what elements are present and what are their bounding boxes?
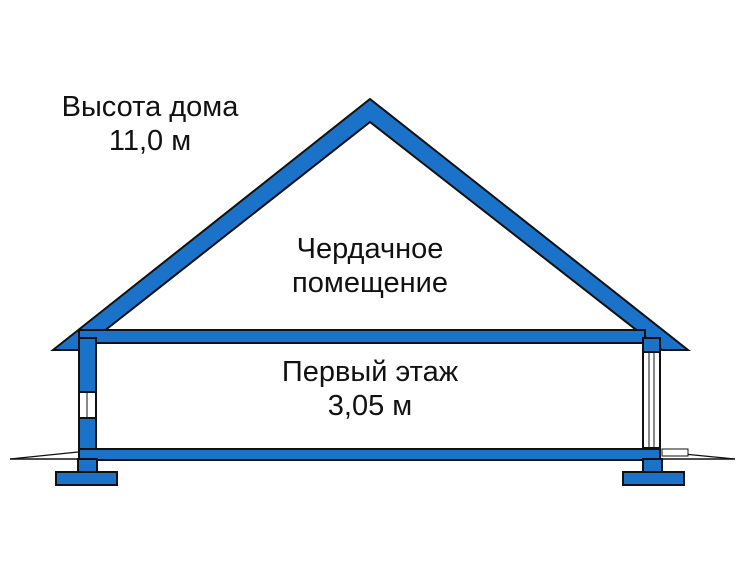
- attic-floor-slab: [78, 329, 646, 344]
- ground-floor-slab: [78, 448, 661, 461]
- left-wall-upper: [78, 337, 97, 393]
- right-wall-upper: [642, 337, 661, 353]
- house-height-title: Высота дома: [61, 91, 239, 123]
- right-window: [642, 351, 661, 449]
- right-step: [661, 448, 689, 457]
- right-foundation-footing: [622, 471, 685, 486]
- house-height-label: Высота дома 11,0 м: [30, 90, 270, 158]
- first-floor-height-value: 3,05 м: [327, 390, 413, 422]
- left-foundation-footing: [55, 471, 118, 486]
- first-floor-title: Первый этаж: [281, 356, 459, 388]
- attic-label-line1: Чердачное: [296, 233, 444, 265]
- house-height-value: 11,0 м: [108, 125, 192, 157]
- attic-label: Чердачное помещение: [250, 232, 490, 300]
- ground-slope-left: [9, 451, 79, 460]
- left-foundation-stem: [77, 458, 98, 474]
- attic-label-line2: помещение: [292, 267, 448, 299]
- right-foundation-stem: [642, 458, 663, 474]
- first-floor-label: Первый этаж 3,05 м: [230, 355, 510, 423]
